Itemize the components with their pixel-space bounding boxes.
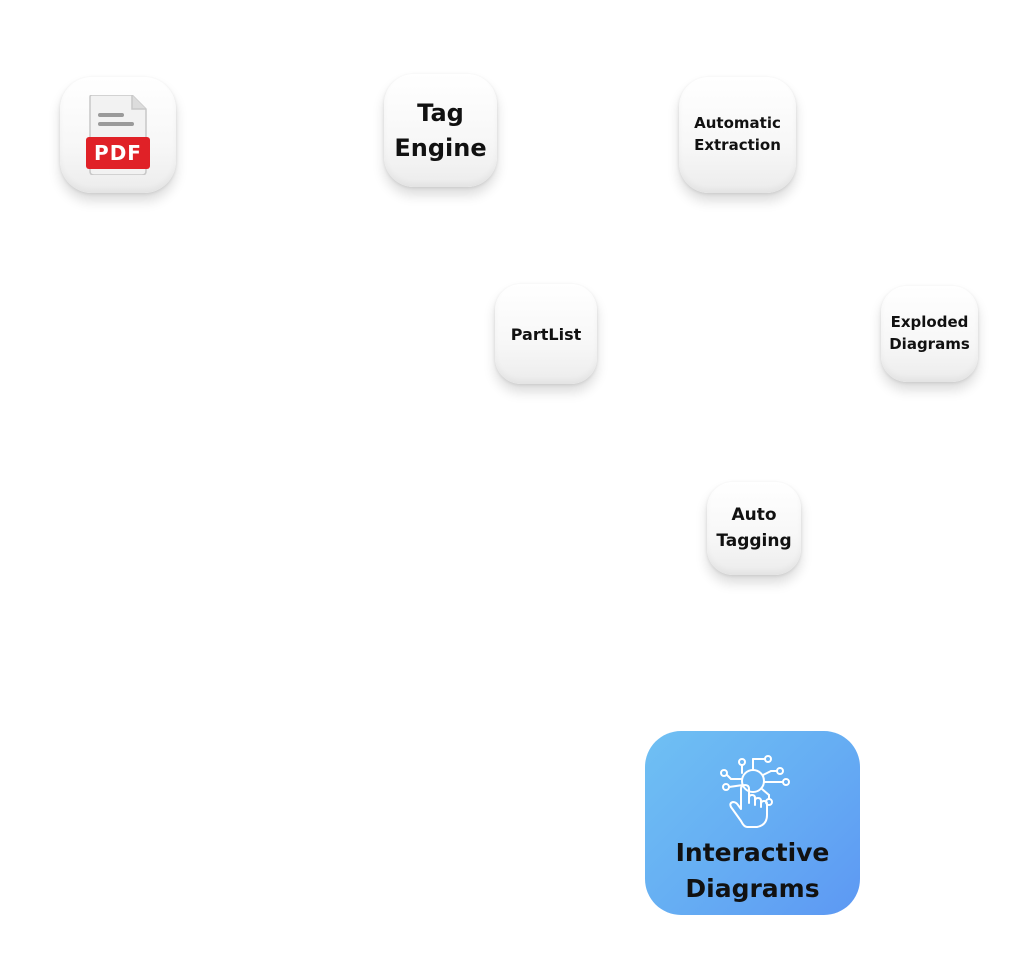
exploded-diagrams-label-line1: Exploded [890,313,969,332]
partlist-node: PartList [495,284,597,384]
interactive-diagrams-label-line1: Interactive [675,838,830,867]
partlist-label: PartList [510,324,582,344]
pdf-node: PDF [60,77,176,193]
auto-tagging-label-line2: Tagging [716,530,792,551]
exploded-diagrams-node: Exploded Diagrams [881,286,978,382]
automatic-extraction-label-line1: Automatic [694,114,781,133]
auto-tagging-label-line1: Auto [731,505,777,525]
tag-engine-label-line1: Tag [417,98,464,127]
tag-engine-node: Tag Engine [384,74,497,187]
exploded-diagrams-label-line2: Diagrams [889,335,970,353]
automatic-extraction-label-line2: Extraction [694,136,781,154]
pdf-label: PDF [86,137,150,169]
touch-network-icon [719,755,790,828]
tag-engine-label-line2: Engine [394,133,487,162]
automatic-extraction-node: Automatic Extraction [679,77,796,193]
auto-tagging-node: Auto Tagging [707,482,801,575]
interactive-diagrams-label-line2: Diagrams [685,874,820,904]
pdf-file-icon: PDF [86,94,150,176]
interactive-diagrams-node: Interactive Diagrams [645,731,860,915]
